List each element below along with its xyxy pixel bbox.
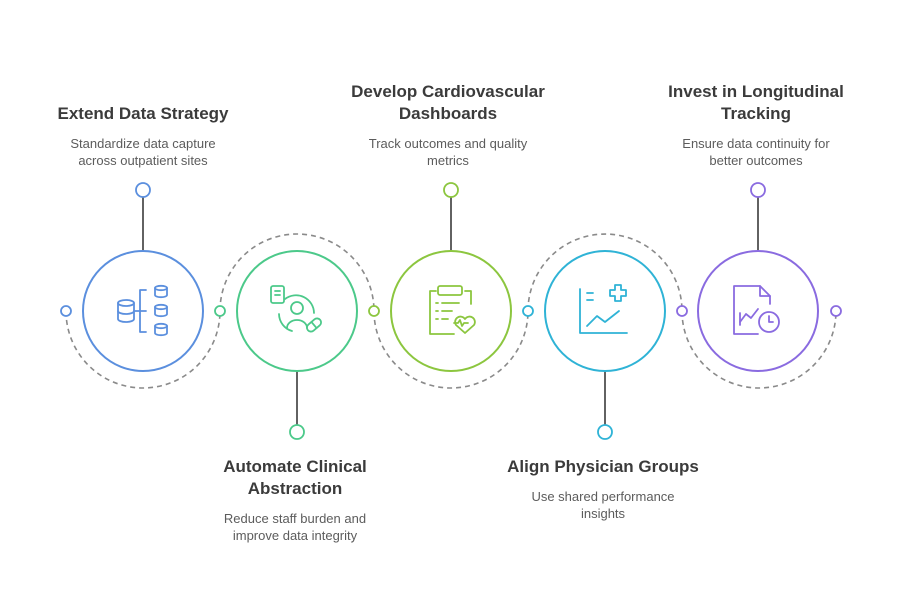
step-2-description-line-2: improve data integrity [232, 528, 358, 543]
arc-segment-2 [219, 233, 375, 312]
step-1-title-line-1: Extend Data Strategy [57, 104, 229, 123]
step-2-description: Reduce staff burden and improve data int… [175, 510, 415, 544]
junction-dot-1 [214, 305, 226, 317]
junction-dot-start [60, 305, 72, 317]
step-5-node [697, 182, 819, 372]
junction-dot-2 [368, 305, 380, 317]
junction-dot-end [830, 305, 842, 317]
step-1-connector-dot [135, 182, 151, 198]
step-3-description-line-1: Track outcomes and quality [368, 136, 528, 151]
step-2-title: Automate Clinical Abstraction [175, 456, 415, 500]
step-5-description-line-2: better outcomes [709, 153, 803, 168]
step-4-text: Align Physician Groups Use shared perfor… [483, 456, 723, 522]
dashed-connector-path [65, 233, 837, 389]
junction-dot-3 [522, 305, 534, 317]
step-2-title-line-2: Abstraction [247, 479, 343, 498]
step-4-title-line-1: Align Physician Groups [507, 457, 699, 476]
step-4-circle [544, 250, 666, 372]
step-2-title-line-1: Automate Clinical [223, 457, 367, 476]
step-1-description-line-1: Standardize data capture [70, 136, 216, 151]
step-5-title-line-2: Tracking [721, 104, 791, 123]
junction-dot-4 [676, 305, 688, 317]
path-junctions [60, 305, 842, 317]
step-2-circle [236, 250, 358, 372]
arc-segment-1 [65, 310, 221, 389]
step-5-title: Invest in Longitudinal Tracking [636, 81, 876, 125]
step-5-description: Ensure data continuity for better outcom… [636, 135, 876, 169]
step-1-description-line-2: across outpatient sites [78, 153, 208, 168]
step-2-node [236, 250, 358, 440]
database-hierarchy-icon [117, 284, 168, 337]
arc-segment-4 [527, 233, 683, 312]
step-3-description: Track outcomes and quality metrics [328, 135, 568, 169]
step-5-text: Invest in Longitudinal Tracking Ensure d… [636, 81, 876, 169]
step-3-title-line-1: Develop Cardiovascular [351, 82, 545, 101]
step-4-title: Align Physician Groups [483, 456, 723, 478]
arc-segment-3 [373, 310, 529, 389]
step-4-node [544, 250, 666, 440]
step-3-description-line-2: metrics [427, 153, 469, 168]
step-3-text: Develop Cardiovascular Dashboards Track … [328, 81, 568, 169]
step-5-description-line-1: Ensure data continuity for [682, 136, 830, 151]
clinician-pill-icon [270, 285, 322, 333]
step-4-connector-dot [597, 424, 613, 440]
step-5-connector-dot [750, 182, 766, 198]
step-5-circle [697, 250, 819, 372]
step-3-connector-dot [443, 182, 459, 198]
step-3-node [390, 182, 512, 372]
step-1-title: Extend Data Strategy [23, 103, 263, 125]
document-clock-icon [733, 285, 780, 335]
step-1-description: Standardize data capture across outpatie… [23, 135, 263, 169]
step-4-description-line-1: Use shared performance [531, 489, 675, 504]
arc-segment-5 [681, 310, 837, 389]
step-3-title-line-2: Dashboards [398, 104, 498, 123]
step-4-description-line-2: insights [580, 506, 626, 521]
step-3-title: Develop Cardiovascular Dashboards [328, 81, 568, 125]
step-5-title-line-1: Invest in Longitudinal [668, 82, 844, 101]
step-1-node [82, 182, 204, 372]
clipboard-heart-icon [429, 285, 476, 335]
step-2-text: Automate Clinical Abstraction Reduce sta… [175, 456, 415, 544]
step-2-connector-dot [289, 424, 305, 440]
medical-chart-icon [579, 284, 628, 334]
step-2-description-line-1: Reduce staff burden and [223, 511, 367, 526]
step-4-description: Use shared performance insights [483, 488, 723, 522]
step-1-text: Extend Data Strategy Standardize data ca… [23, 103, 263, 169]
